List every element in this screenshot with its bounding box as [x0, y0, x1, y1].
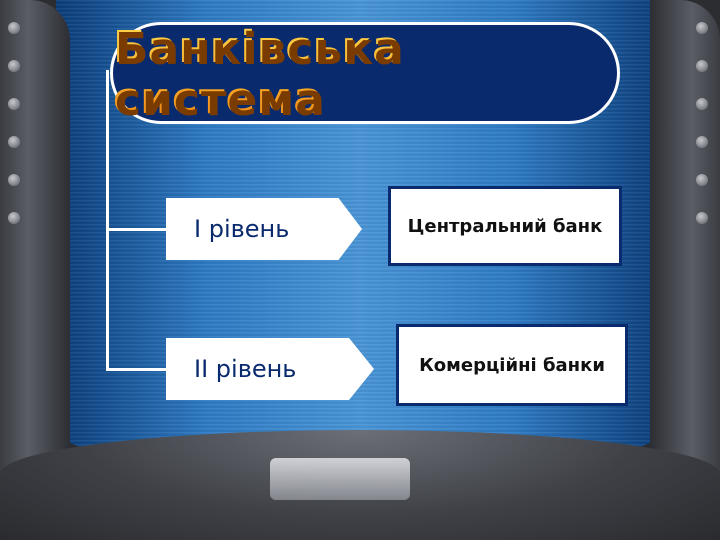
frame-right-dots — [696, 22, 710, 250]
commercial-banks-label: Комерційні банки — [419, 354, 605, 376]
central-bank-box: Центральний банк — [388, 186, 622, 266]
frame-left-dots — [8, 22, 22, 250]
connector-vertical — [106, 70, 109, 370]
slide-title: Банківська система — [113, 22, 617, 124]
central-bank-label: Центральний банк — [407, 215, 603, 237]
level-2-arrow: II рівень — [166, 338, 374, 400]
level-1-label: I рівень — [194, 215, 290, 243]
connector-level-1 — [106, 228, 166, 231]
level-1-arrow: I рівень — [166, 198, 362, 260]
commercial-banks-box: Комерційні банки — [396, 324, 628, 406]
frame-base-plate — [270, 458, 410, 500]
connector-level-2 — [106, 368, 166, 371]
title-box: Банківська система — [110, 22, 620, 124]
level-2-label: II рівень — [194, 355, 297, 383]
